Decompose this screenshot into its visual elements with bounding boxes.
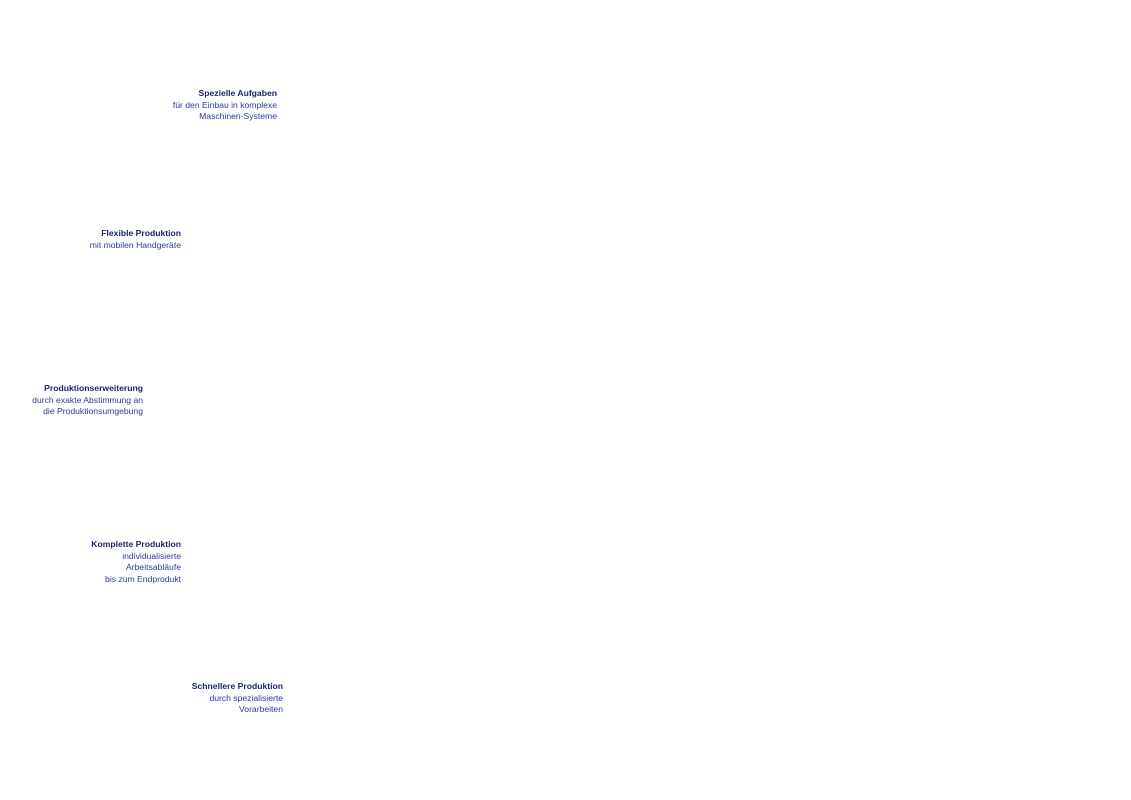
feature-title: Spezielle Aufgaben	[198, 88, 277, 98]
feature-description-line: mit mobilen Handgeräte	[89, 239, 181, 250]
feature-description-line: die Produktionsumgebung	[43, 406, 143, 416]
feature-title: Flexible Produktion	[101, 228, 181, 238]
feature-description-line: Arbeitsabläufe	[126, 562, 181, 572]
feature-block-special-tasks: Spezielle Aufgaben für den Einbau in kom…	[173, 88, 277, 123]
feature-description-line: für den Einbau in komplexe	[172, 99, 277, 110]
feature-title: Produktionserweiterung	[44, 383, 143, 393]
feature-block-flexible-production: Flexible Produktion mit mobilen Handgerä…	[90, 228, 181, 251]
feature-description-line: bis zum Endprodukt	[105, 573, 181, 584]
feature-block-production-expansion: Produktionserweiterung durch exakte Abst…	[32, 383, 143, 418]
feature-description-line: Maschinen-Systeme	[199, 111, 277, 121]
feature-block-complete-production: Komplette Produktion individualisierte A…	[91, 539, 181, 585]
feature-description-line: durch exakte Abstimmung an	[32, 394, 143, 405]
feature-description-line: individualisierte	[122, 550, 181, 561]
feature-title: Komplette Produktion	[91, 539, 181, 549]
feature-description-line: durch spezialisierte	[209, 692, 283, 703]
feature-block-faster-production: Schnellere Produktion durch spezialisier…	[192, 681, 283, 716]
feature-description-line: Vorarbeiten	[239, 704, 283, 714]
feature-title: Schnellere Produktion	[191, 681, 283, 691]
